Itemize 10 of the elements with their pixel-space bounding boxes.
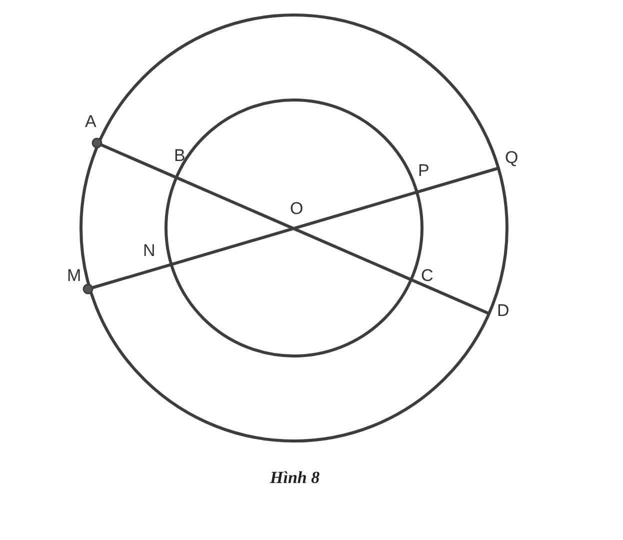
point-label: M <box>67 267 82 284</box>
point-label: B <box>174 147 186 164</box>
point-label: O <box>290 200 304 217</box>
point-label: D <box>497 302 510 319</box>
point-label: C <box>421 267 434 284</box>
point-label: A <box>85 113 96 130</box>
point-label: P <box>418 162 430 179</box>
point-label: Q <box>505 149 518 166</box>
figure-caption: Hình 8 <box>270 469 320 486</box>
point-label: N <box>143 242 156 259</box>
